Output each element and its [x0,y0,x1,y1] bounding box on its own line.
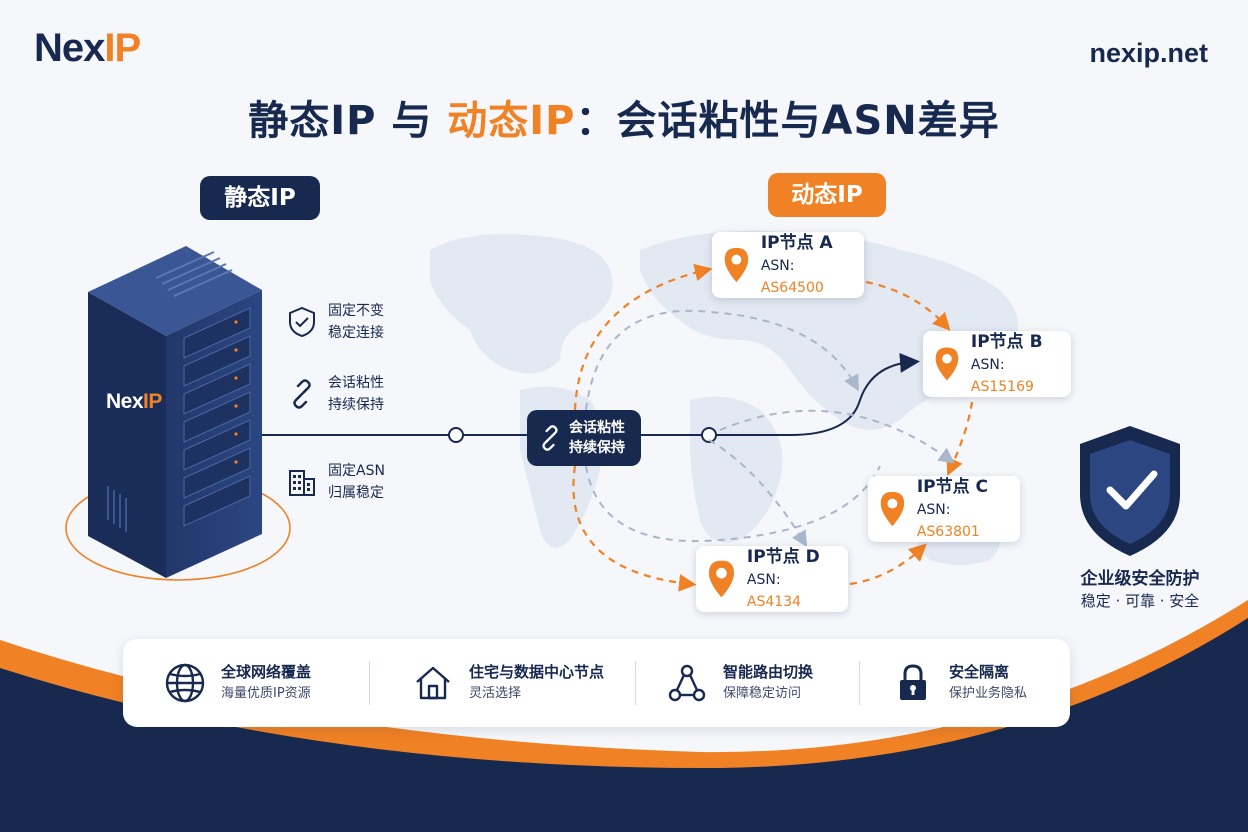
node-asn-label: ASN: [916,502,951,518]
server-tower [88,246,262,578]
route-to-node-d [572,465,697,592]
node-name: IP节点 D [746,547,820,567]
brand-logo[interactable]: NexIP [34,26,141,71]
bottom-feature-desc: 保障稳定访问 [723,686,802,701]
feature-smart-routing[interactable]: 智能路由切换保障稳定访问 [665,639,813,727]
server-logo-ip: IP [143,390,162,413]
server-logo-nex: Nex [106,390,144,413]
feature-security-isolation[interactable]: 安全隔离保护业务隐私 [891,639,1027,727]
ip-node-b[interactable]: IP节点 B ASN: AS15169 [923,331,1071,397]
session-to-node-b-path [789,352,920,436]
bottom-feature-desc: 保护业务隐私 [949,686,1028,701]
link-icon [542,425,558,451]
session-line1: 会话粘性 [569,420,625,436]
feature-line2: 归属稳定 [328,485,384,501]
home-icon [411,661,455,705]
static-feature-fixed: 固定不变稳定连接 [286,300,384,344]
feature-line2: 稳定连接 [328,325,384,341]
bottom-feature-title: 全球网络覆盖 [221,663,312,681]
link-icon [286,378,318,410]
shield-icon [286,306,318,338]
title-part-dynamic: 动态IP [447,98,576,144]
security-subtitle: 稳定 · 可靠 · 安全 [1080,592,1200,610]
bottom-feature-title: 智能路由切换 [723,663,814,681]
static-feature-asn: 固定ASN 归属稳定 [286,460,385,504]
ip-node-d[interactable]: IP节点 D ASN: AS4134 [696,546,848,612]
feature-divider [859,661,860,705]
route-d-to-c [849,543,927,586]
session-sticky-badge: 会话粘性持续保持 [527,410,641,466]
location-pin-icon [708,560,735,598]
routing-icon [665,661,709,705]
location-pin-icon [880,491,905,527]
location-pin-icon [935,347,959,381]
building-icon [286,466,318,498]
static-ip-label: 静态IP [200,176,320,220]
dynamic-ip-label: 动态IP [768,173,886,217]
node-name: IP节点 B [970,332,1043,352]
node-asn-label: ASN: [746,572,781,588]
node-name: IP节点 A [760,233,833,253]
ip-node-a[interactable]: IP节点 A ASN: AS64500 [712,232,864,298]
bottom-feature-desc: 灵活选择 [469,686,522,701]
link-node-dot-right [701,427,717,443]
lock-icon [891,661,935,705]
node-asn-label: ASN: [760,258,795,274]
route-to-node-a [573,263,713,411]
security-title: 企业级安全防护 [1080,569,1200,589]
alt-route-to-node-d [708,439,808,548]
feature-global-coverage[interactable]: 全球网络覆盖海量优质IP资源 [163,639,311,727]
feature-line2: 持续保持 [328,397,384,413]
title-part-static: 静态IP 与 [248,98,448,144]
route-b-to-c [946,401,974,477]
security-shield-icon [1080,426,1180,556]
ip-node-c[interactable]: IP节点 C ASN: AS63801 [868,476,1020,542]
logo-text-ip: IP [104,26,141,70]
alt-route-to-node-c [719,409,955,464]
feature-line1: 固定ASN [328,463,385,479]
feature-divider [635,661,636,705]
node-asn-label: ASN: [970,357,1005,373]
node-asn-value: AS15169 [970,379,1034,395]
page-title: 静态IP 与 动态IP：会话粘性与ASN差异 [0,88,1248,146]
site-url[interactable]: nexip.net [1089,38,1208,68]
session-line2: 持续保持 [569,440,625,456]
location-pin-icon [724,247,749,283]
alt-route-lower [585,465,881,542]
feature-residential-dc[interactable]: 住宅与数据中心节点灵活选择 [411,639,604,727]
feature-line1: 会话粘性 [328,375,384,391]
static-feature-sticky: 会话粘性持续保持 [286,372,384,416]
node-asn-value: AS4134 [746,594,802,610]
node-asn-value: AS64500 [760,280,824,296]
server-logo: NexIP [106,390,162,414]
feature-divider [369,661,370,705]
globe-icon [163,661,207,705]
navy-wave [0,618,1248,832]
link-node-dot-left [448,427,464,443]
node-asn-value: AS63801 [916,524,980,540]
route-a-to-b [865,280,951,331]
node-name: IP节点 C [916,477,989,497]
bottom-feature-title: 安全隔离 [949,663,1010,681]
title-part-rest: ：会话粘性与ASN差异 [575,98,1000,144]
feature-bar: 全球网络覆盖海量优质IP资源 住宅与数据中心节点灵活选择 智能路由切换保障稳定访… [123,639,1070,727]
logo-text-nex: Nex [34,26,105,70]
bottom-feature-title: 住宅与数据中心节点 [469,663,605,681]
bottom-feature-desc: 海量优质IP资源 [221,686,311,701]
alt-route-upper [585,309,859,411]
feature-line1: 固定不变 [328,303,384,319]
